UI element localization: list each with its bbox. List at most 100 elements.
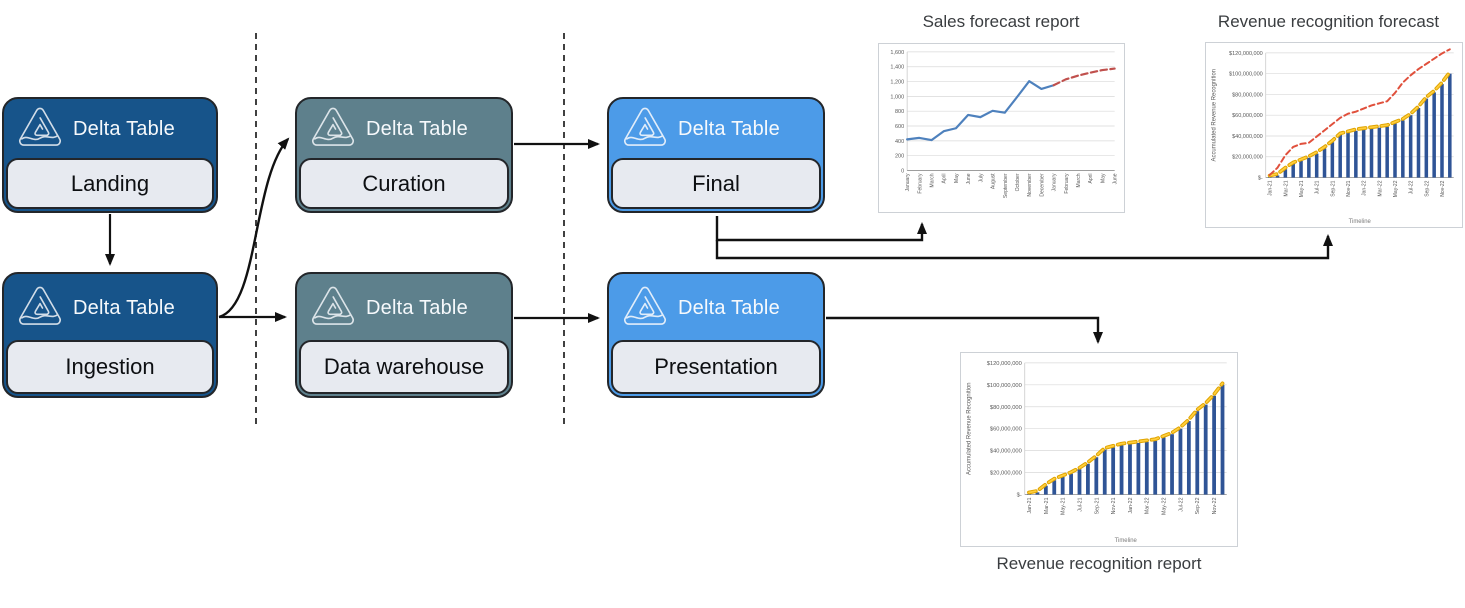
node-header-label: Delta Table [678,296,780,319]
node-presentation: Delta Table Presentation [607,272,825,398]
svg-text:$100,000,000: $100,000,000 [1229,72,1263,78]
svg-text:1,200: 1,200 [890,80,904,86]
svg-text:July: July [978,173,984,182]
svg-text:$80,000,000: $80,000,000 [990,405,1022,411]
svg-text:October: October [1015,173,1021,191]
svg-text:May-22: May-22 [1162,497,1168,515]
delta-lake-logo-icon [310,285,356,332]
svg-text:Timeline: Timeline [1349,219,1372,225]
svg-text:Nov-21: Nov-21 [1111,497,1117,514]
svg-text:December: December [1039,173,1045,197]
node-header-label: Delta Table [366,117,468,140]
svg-text:June: June [966,173,972,184]
arrow-presentation-to-revenue-report-chart [826,316,1103,344]
svg-text:Sep-21: Sep-21 [1094,497,1100,514]
chart-revenue-recognition-report: $-$20,000,000$40,000,000$60,000,000$80,0… [960,352,1238,547]
svg-text:January: January [905,173,911,191]
svg-text:February: February [917,173,923,194]
delta-lake-logo-icon [17,285,63,332]
delta-lake-logo-icon [310,106,356,153]
svg-text:$80,000,000: $80,000,000 [1232,92,1263,98]
node-stage-label-final: Final [611,158,821,209]
node-stage-label-ingestion: Ingestion [6,340,214,394]
delta-lake-logo-icon [622,106,668,153]
svg-text:May: May [1100,173,1106,183]
svg-text:400: 400 [895,139,904,145]
svg-text:Nov-22: Nov-22 [1212,497,1218,514]
svg-text:November: November [1027,173,1033,197]
svg-text:$60,000,000: $60,000,000 [1232,113,1263,119]
svg-text:$-: $- [1258,176,1263,182]
svg-text:August: August [991,173,997,189]
svg-text:May-22: May-22 [1393,180,1399,197]
svg-text:$120,000,000: $120,000,000 [987,361,1022,367]
svg-text:April: April [942,173,948,183]
chart-title-revenue-recognition-report: Revenue recognition report [996,554,1202,573]
svg-text:Jul-21: Jul-21 [1315,180,1321,194]
svg-text:Timeline: Timeline [1115,538,1138,544]
svg-text:Sep-22: Sep-22 [1424,180,1430,196]
node-header-label: Delta Table [678,117,780,140]
svg-text:$120,000,000: $120,000,000 [1229,51,1263,57]
svg-text:May: May [954,173,960,183]
svg-text:Jul-22: Jul-22 [1409,180,1415,194]
svg-text:0: 0 [901,168,904,174]
arrow-final-to-revenue-forecast-chart [715,234,1333,260]
node-stage-label-presentation: Presentation [611,340,821,394]
svg-text:Mar-21: Mar-21 [1283,180,1289,196]
svg-text:Jan-22: Jan-22 [1128,497,1134,513]
svg-text:1,400: 1,400 [890,65,904,71]
arrow-final-to-sales-forecast-chart [715,216,927,242]
svg-text:Jul-22: Jul-22 [1178,497,1184,511]
svg-text:Nov-21: Nov-21 [1346,180,1352,196]
svg-text:$20,000,000: $20,000,000 [990,471,1022,477]
node-landing: Delta Table Landing [2,97,218,213]
svg-text:600: 600 [895,124,904,130]
svg-text:200: 200 [895,154,904,160]
svg-text:$-: $- [1017,493,1022,499]
svg-text:May-21: May-21 [1299,180,1305,197]
svg-text:$100,000,000: $100,000,000 [987,383,1022,389]
svg-text:Nov-22: Nov-22 [1440,180,1446,196]
svg-text:Mar-21: Mar-21 [1044,497,1050,514]
node-stage-label-curation: Curation [299,158,509,209]
svg-text:Jul-21: Jul-21 [1077,497,1083,511]
svg-text:March: March [930,173,936,187]
svg-text:Sep-22: Sep-22 [1195,497,1201,514]
svg-text:$20,000,000: $20,000,000 [1232,155,1263,161]
svg-text:1,600: 1,600 [890,50,904,56]
chart-title-revenue-recognition-forecast: Revenue recognition forecast [1217,12,1440,31]
chart-title-sales-forecast: Sales forecast report [922,12,1080,31]
svg-text:Sep-21: Sep-21 [1330,180,1336,196]
svg-text:$40,000,000: $40,000,000 [1232,134,1263,140]
chart-revenue-recognition-forecast: $- $20,000,000 $40,000,000 $60,000,000 $80,0… [1205,42,1463,228]
svg-text:May-21: May-21 [1061,497,1067,515]
svg-text:June: June [1113,173,1119,184]
svg-text:Jan-21: Jan-21 [1027,497,1033,513]
svg-text:Mar-22: Mar-22 [1145,497,1151,514]
svg-text:September: September [1003,173,1009,198]
node-final: Delta Table Final [607,97,825,213]
arrow-ingestion-to-curation [218,137,290,319]
svg-text:$40,000,000: $40,000,000 [990,449,1022,455]
svg-text:January: January [1052,173,1058,191]
node-curation: Delta Table Curation [295,97,513,213]
node-header-label: Delta Table [73,117,175,140]
node-ingestion: Delta Table Ingestion [2,272,218,398]
svg-text:800: 800 [895,109,904,115]
node-stage-label-landing: Landing [6,158,214,209]
svg-text:Jan-22: Jan-22 [1362,180,1368,196]
node-data-warehouse: Delta Table Data warehouse [295,272,513,398]
svg-text:Mar-22: Mar-22 [1377,180,1383,196]
node-stage-label-data-warehouse: Data warehouse [299,340,509,394]
svg-text:Jan-21: Jan-21 [1268,180,1274,196]
svg-text:February: February [1064,173,1070,194]
svg-text:March: March [1076,173,1082,187]
svg-text:April: April [1088,173,1094,183]
svg-text:Accumulated Revenue Recognitio: Accumulated Revenue Recognition [966,382,972,475]
svg-text:1,000: 1,000 [890,94,904,100]
delta-lake-logo-icon [622,285,668,332]
node-header-label: Delta Table [366,296,468,319]
